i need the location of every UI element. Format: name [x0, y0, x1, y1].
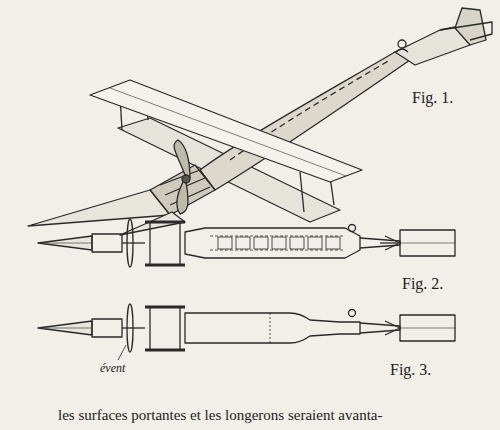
part-label: évent — [100, 362, 125, 374]
body-text: les surfaces portantes et les longerons … — [58, 408, 382, 423]
fuselage-segment — [254, 237, 268, 249]
figure-label: Fig. 2. — [402, 276, 443, 292]
fuselage-segment — [236, 237, 250, 249]
fuselage-segment — [272, 237, 286, 249]
fuselage-segment — [290, 237, 304, 249]
fuselage-segment — [218, 237, 232, 249]
fuselage-segment — [308, 237, 322, 249]
fuselage-segment — [326, 237, 340, 249]
figure-label: Fig. 1. — [412, 90, 453, 106]
figure-label: Fig. 3. — [390, 362, 431, 378]
